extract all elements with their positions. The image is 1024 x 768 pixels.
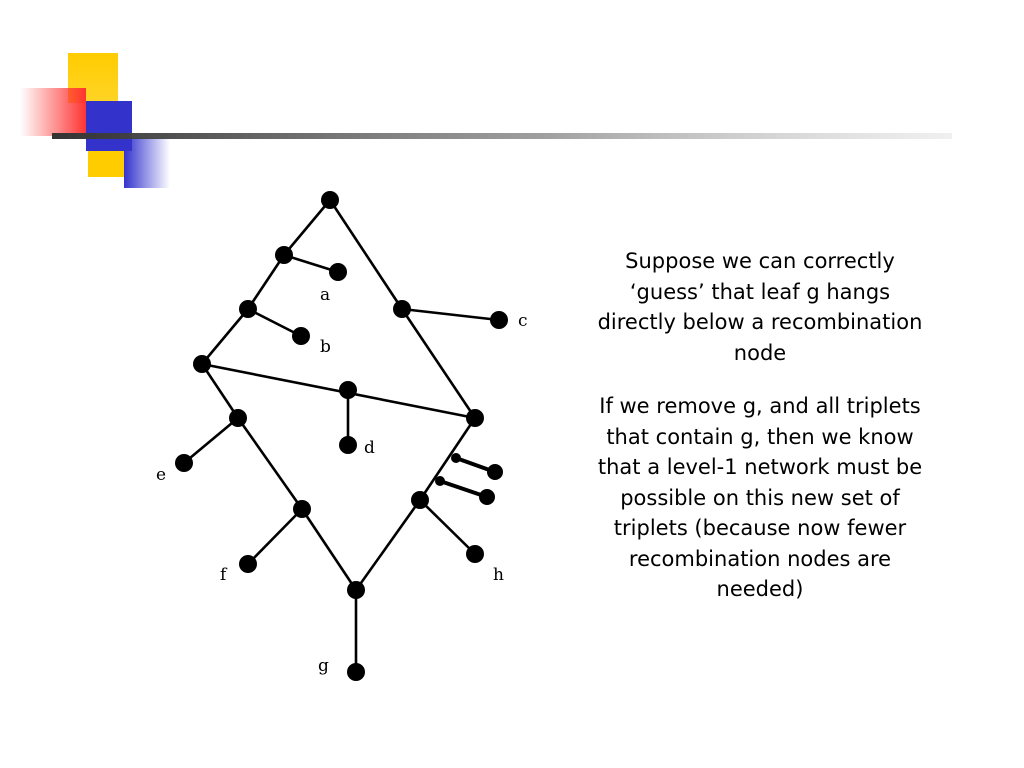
paragraph-remove-g: If we remove g, and all triplets that co… xyxy=(597,394,923,601)
leaf-node-d xyxy=(339,436,357,454)
internal-node xyxy=(193,355,211,373)
leaf-node-f xyxy=(239,555,257,573)
edge xyxy=(247,508,303,565)
edge xyxy=(419,499,476,555)
root-node xyxy=(321,191,339,209)
edge xyxy=(300,508,358,591)
edge-end-node xyxy=(451,453,461,463)
internal-node xyxy=(239,300,257,318)
edge xyxy=(439,479,488,499)
network-nodes xyxy=(175,191,508,681)
explanation-text: Suppose we can correctly ‘guess’ that le… xyxy=(590,246,930,628)
title-decoration xyxy=(20,53,952,188)
edge xyxy=(400,308,477,419)
leaf-node-b xyxy=(292,327,310,345)
internal-node xyxy=(466,409,484,427)
edge xyxy=(283,253,339,274)
leaf-label-b: b xyxy=(320,337,331,357)
deco-yellow-small xyxy=(88,151,124,177)
leaf-node-h xyxy=(466,545,484,563)
phylogenetic-network-diagram: a b c d e f h g xyxy=(156,191,528,681)
leaf-node-a xyxy=(329,263,347,281)
internal-node xyxy=(339,381,357,399)
leaf-node-e xyxy=(175,454,193,472)
internal-node xyxy=(229,409,247,427)
edge xyxy=(283,199,331,256)
internal-node xyxy=(275,246,293,264)
edge xyxy=(183,417,239,464)
leaf-label-e: e xyxy=(156,465,166,485)
leaf-label-f: f xyxy=(220,565,228,585)
leaf-label-a: a xyxy=(320,285,330,305)
leaf-label-h: h xyxy=(493,565,504,585)
edge xyxy=(247,307,302,338)
edge xyxy=(200,363,240,419)
leaf-node-c xyxy=(490,311,508,329)
recombination-node xyxy=(347,581,365,599)
edge xyxy=(401,307,500,322)
edge-end-node xyxy=(479,489,495,505)
edge xyxy=(354,499,422,591)
deco-blue-fade xyxy=(124,138,170,188)
internal-node xyxy=(411,491,429,509)
leaf-label-d: d xyxy=(364,438,375,458)
edge xyxy=(246,254,286,310)
deco-red-square xyxy=(20,88,86,136)
internal-node xyxy=(293,500,311,518)
edge xyxy=(236,417,304,510)
edge-end-node xyxy=(435,476,445,486)
edge xyxy=(201,362,476,420)
title-rule xyxy=(52,133,952,139)
leaf-labels: a b c d e f h g xyxy=(156,285,528,676)
network-edges xyxy=(183,199,500,672)
leaf-node-g xyxy=(347,663,365,681)
edge xyxy=(418,417,477,501)
edge-end-node xyxy=(487,464,503,480)
edge xyxy=(328,199,404,310)
edge xyxy=(201,308,249,365)
leaf-label-c: c xyxy=(518,311,528,331)
internal-node xyxy=(393,300,411,318)
leaf-label-g: g xyxy=(318,656,329,676)
paragraph-guess: Suppose we can correctly ‘guess’ that le… xyxy=(597,249,923,365)
